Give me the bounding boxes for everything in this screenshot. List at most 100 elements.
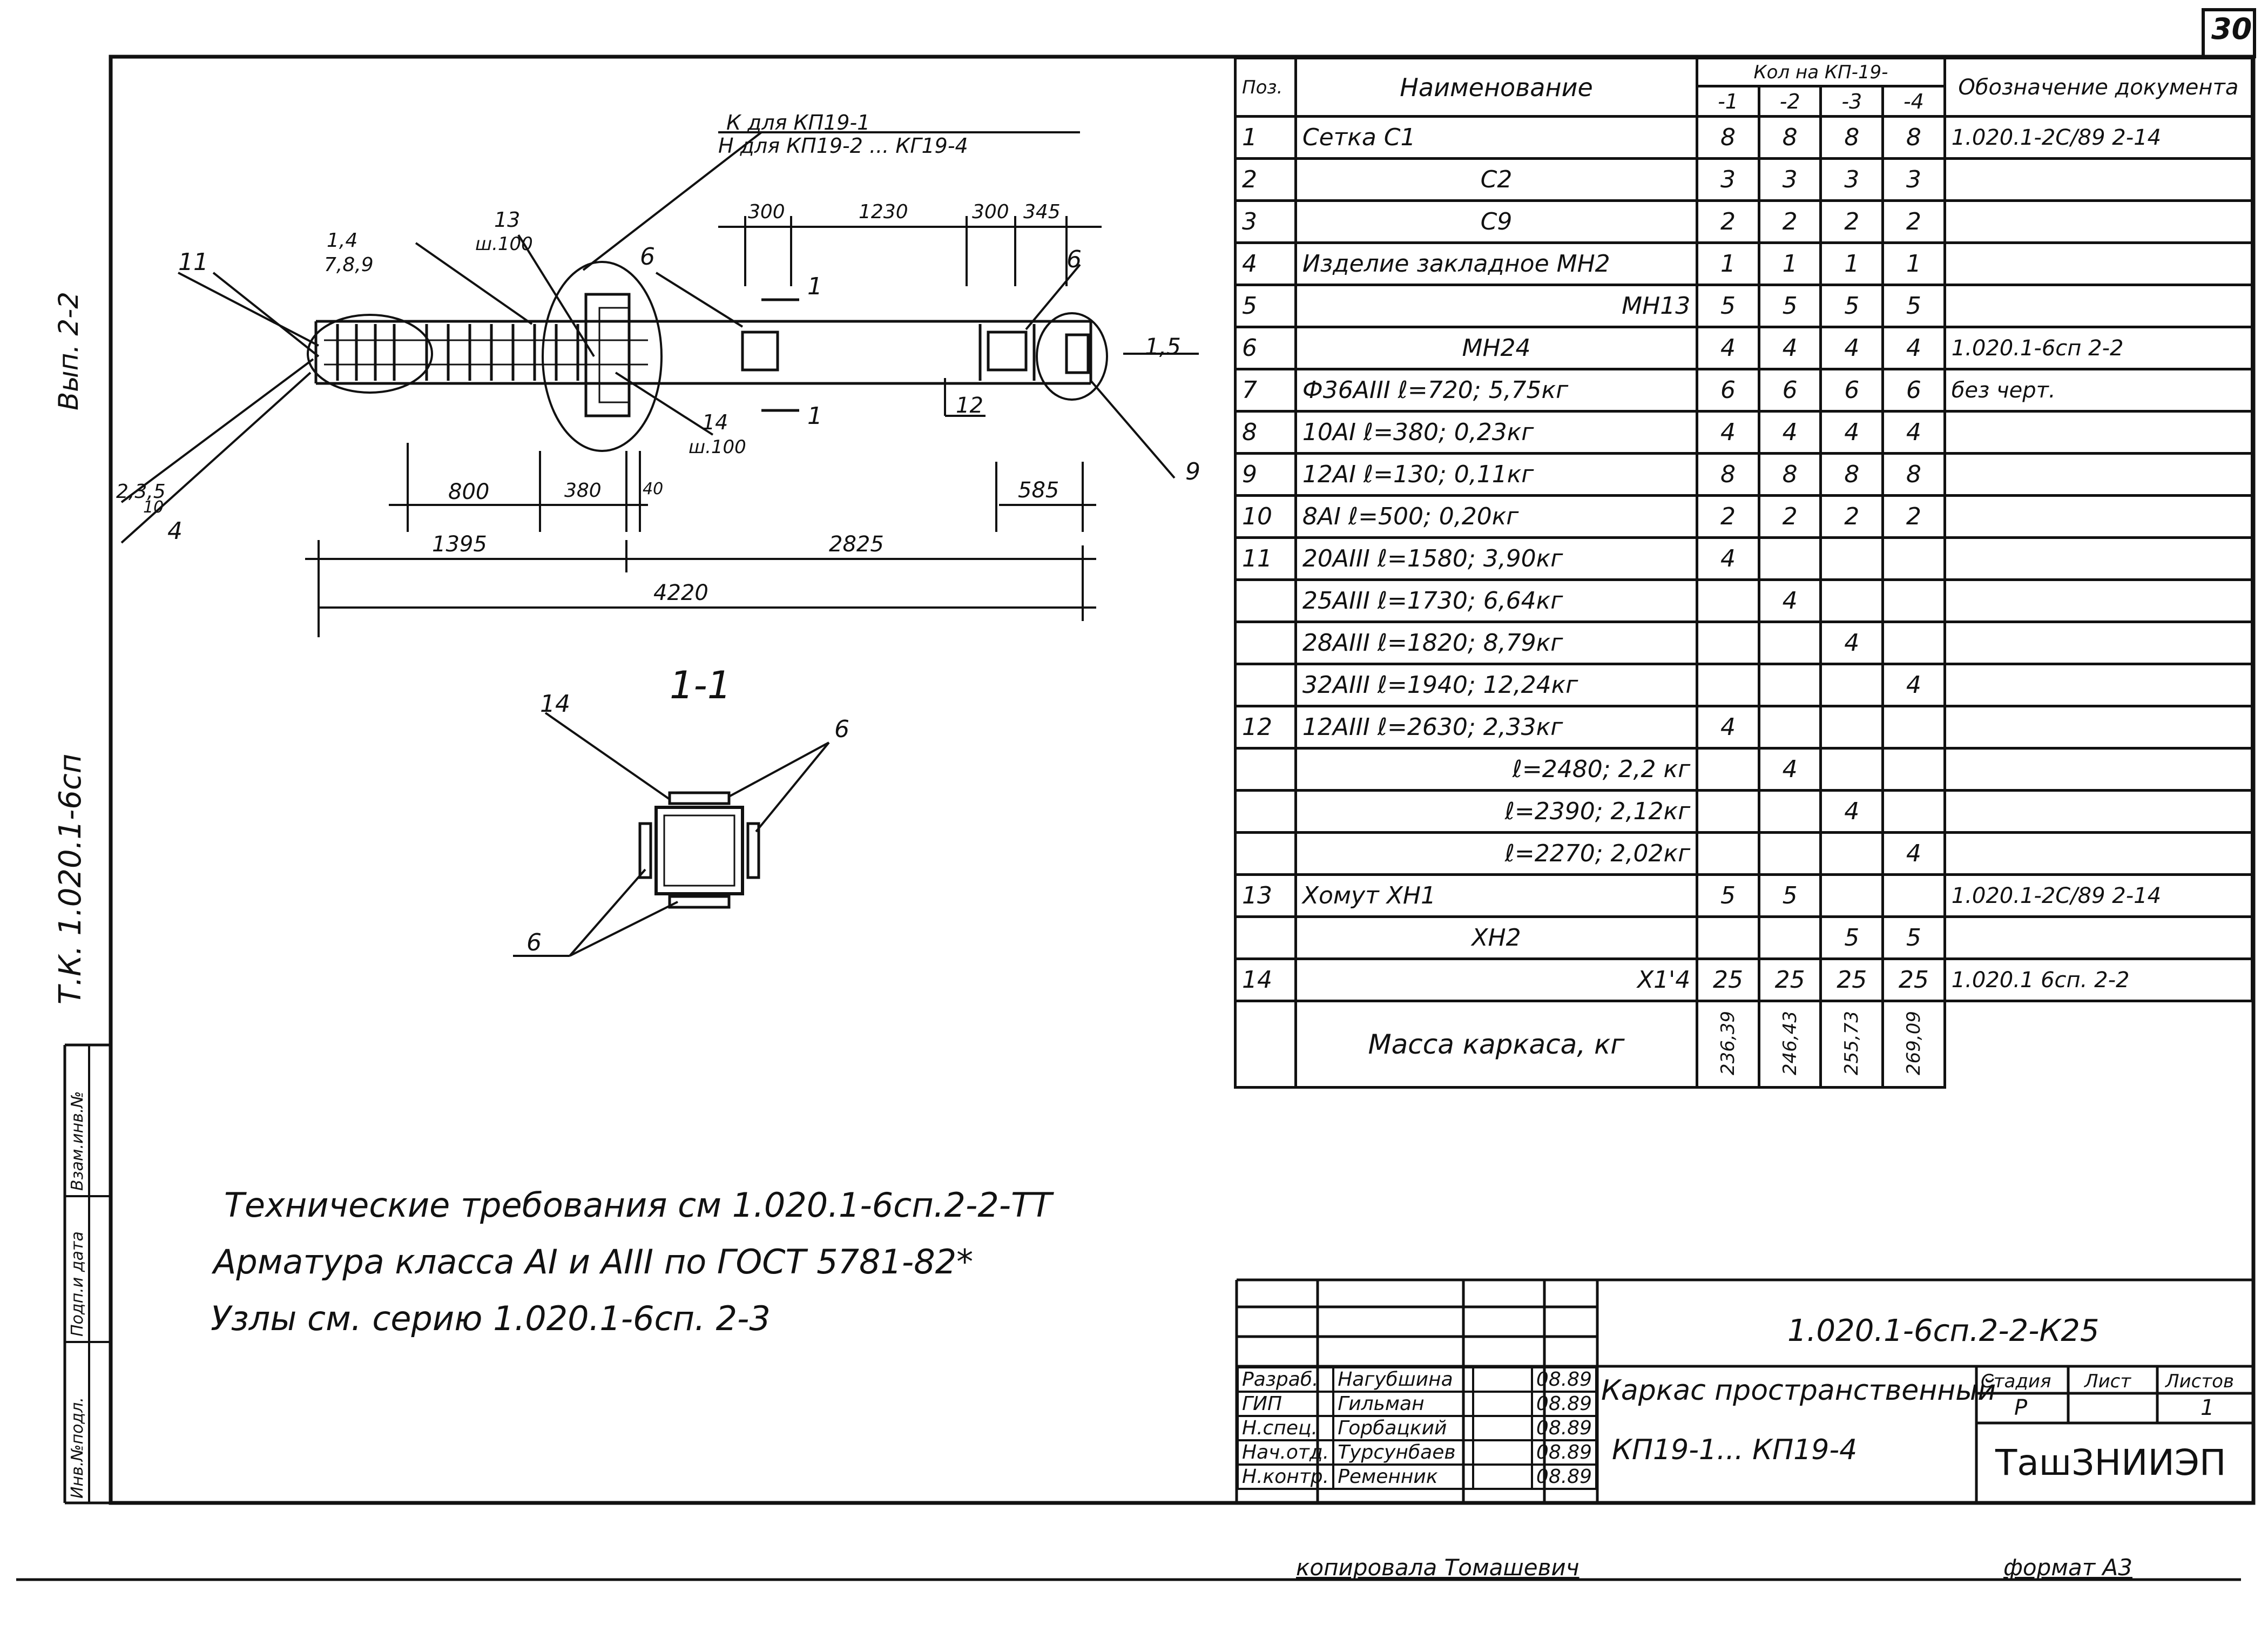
spec-pos: 7: [1234, 368, 1297, 413]
mass-value-1: 236,39: [1717, 1011, 1739, 1075]
spec-qty-3: 1: [1819, 241, 1885, 286]
spec-qty-2: 4: [1757, 747, 1823, 792]
dim-1395: 1395: [432, 532, 487, 557]
spec-qty-4: [1881, 620, 1946, 665]
spec-doc: [1943, 915, 2254, 960]
callout-6-left: 6: [640, 243, 655, 271]
spec-name: ℓ=2270; 2,02кг: [1294, 831, 1699, 876]
spec-pos: 12: [1234, 705, 1297, 750]
dim-1230: 1230: [859, 201, 908, 223]
detail-circle-left: [307, 314, 433, 394]
callout-11: 11: [178, 248, 208, 276]
spec-qty-1: 5: [1696, 873, 1760, 918]
spec-pos: 8: [1234, 410, 1297, 455]
section-callout-14: 14: [540, 690, 570, 718]
spec-pos: [1234, 747, 1297, 792]
callout-13: 13: [494, 208, 521, 232]
issue-label: Вып. 2-2: [53, 292, 84, 410]
spec-doc: 1.020.1-2С/89 2-14: [1943, 873, 2254, 918]
hdr-var-3: -3: [1819, 85, 1885, 118]
spec-doc: [1943, 494, 2254, 539]
signature-date: 08.89: [1530, 1415, 1598, 1441]
spec-qty-2: [1757, 705, 1823, 750]
sheet-label: Лист: [2084, 1371, 2131, 1392]
spec-qty-2: 4: [1757, 326, 1823, 370]
spec-qty-1: 3: [1696, 157, 1760, 202]
stage-value: Р: [2014, 1395, 2028, 1420]
callout-1-5: 1,5: [1145, 333, 1181, 360]
spec-qty-4: [1881, 578, 1946, 623]
dim-40: 40: [643, 480, 664, 498]
spec-name: С9: [1294, 199, 1699, 244]
sheet-frame: [109, 55, 2256, 1505]
spec-name: 28АIII ℓ=1820; 8,79кг: [1294, 620, 1699, 665]
spec-qty-3: 2: [1819, 494, 1885, 539]
section-1-1: [513, 712, 830, 957]
spec-doc: [1943, 452, 2254, 497]
spec-qty-4: 4: [1881, 831, 1946, 876]
spec-name: МН13: [1294, 284, 1699, 328]
spec-qty-2: 25: [1757, 957, 1823, 1002]
signature-mark: [1472, 1439, 1533, 1466]
spec-qty-3: [1819, 663, 1885, 707]
spec-pos: 4: [1234, 241, 1297, 286]
spec-qty-3: 4: [1819, 789, 1885, 834]
spec-qty-1: 25: [1696, 957, 1760, 1002]
detail-circle-right: [1036, 312, 1108, 401]
spec-name: Ф36АIII ℓ=720; 5,75кг: [1294, 368, 1699, 413]
hdr-var-2: -2: [1757, 85, 1823, 118]
hdr-doc: Обозначение документа: [1943, 57, 2254, 118]
spec-name: 32АIII ℓ=1940; 12,24кг: [1294, 663, 1699, 707]
callout-1-4: 1,4: [327, 230, 358, 252]
title-line-1: Каркас пространственный: [1601, 1374, 1996, 1407]
mass-value-3: 255,73: [1841, 1011, 1863, 1075]
spec-qty-1: 4: [1696, 705, 1760, 750]
hdr-pos: Поз.: [1234, 57, 1297, 118]
spec-doc: [1943, 199, 2254, 244]
signature-date: 08.89: [1530, 1463, 1598, 1490]
spec-qty-3: 4: [1819, 620, 1885, 665]
spec-doc: [1943, 663, 2254, 707]
dim-800: 800: [448, 480, 490, 504]
dim-380: 380: [564, 480, 602, 502]
spec-pos: 13: [1234, 873, 1297, 918]
spec-name: 20АIII ℓ=1580; 3,90кг: [1294, 536, 1699, 581]
spec-doc: [1943, 536, 2254, 581]
spec-qty-2: 2: [1757, 199, 1823, 244]
spec-doc: [1943, 789, 2254, 834]
spec-qty-4: 5: [1881, 284, 1946, 328]
spec-pos: [1234, 789, 1297, 834]
spec-qty-3: [1819, 873, 1885, 918]
spec-qty-3: 2: [1819, 199, 1885, 244]
spec-qty-1: [1696, 578, 1760, 623]
spec-qty-4: 4: [1881, 326, 1946, 370]
spec-qty-2: 8: [1757, 115, 1823, 160]
note-nodes: Узлы см. серию 1.020.1-6сп. 2-3: [211, 1299, 771, 1338]
dim-2825: 2825: [829, 532, 884, 557]
spec-qty-4: 6: [1881, 368, 1946, 413]
mass-label: Масса каркаса, кг: [1294, 1000, 1699, 1089]
dim-345: 345: [1023, 201, 1061, 223]
title-line-2: КП19-1... КП19-4: [1612, 1434, 1858, 1466]
spec-qty-3: 3: [1819, 157, 1885, 202]
spec-qty-4: 8: [1881, 115, 1946, 160]
section-callout-6-top: 6: [834, 716, 849, 743]
spec-qty-3: [1819, 578, 1885, 623]
spec-qty-3: 8: [1819, 115, 1885, 160]
signature-mark: [1472, 1415, 1533, 1441]
spec-qty-1: 1: [1696, 241, 1760, 286]
spec-doc: [1943, 620, 2254, 665]
spec-pos: [1234, 620, 1297, 665]
spec-qty-2: 1: [1757, 241, 1823, 286]
